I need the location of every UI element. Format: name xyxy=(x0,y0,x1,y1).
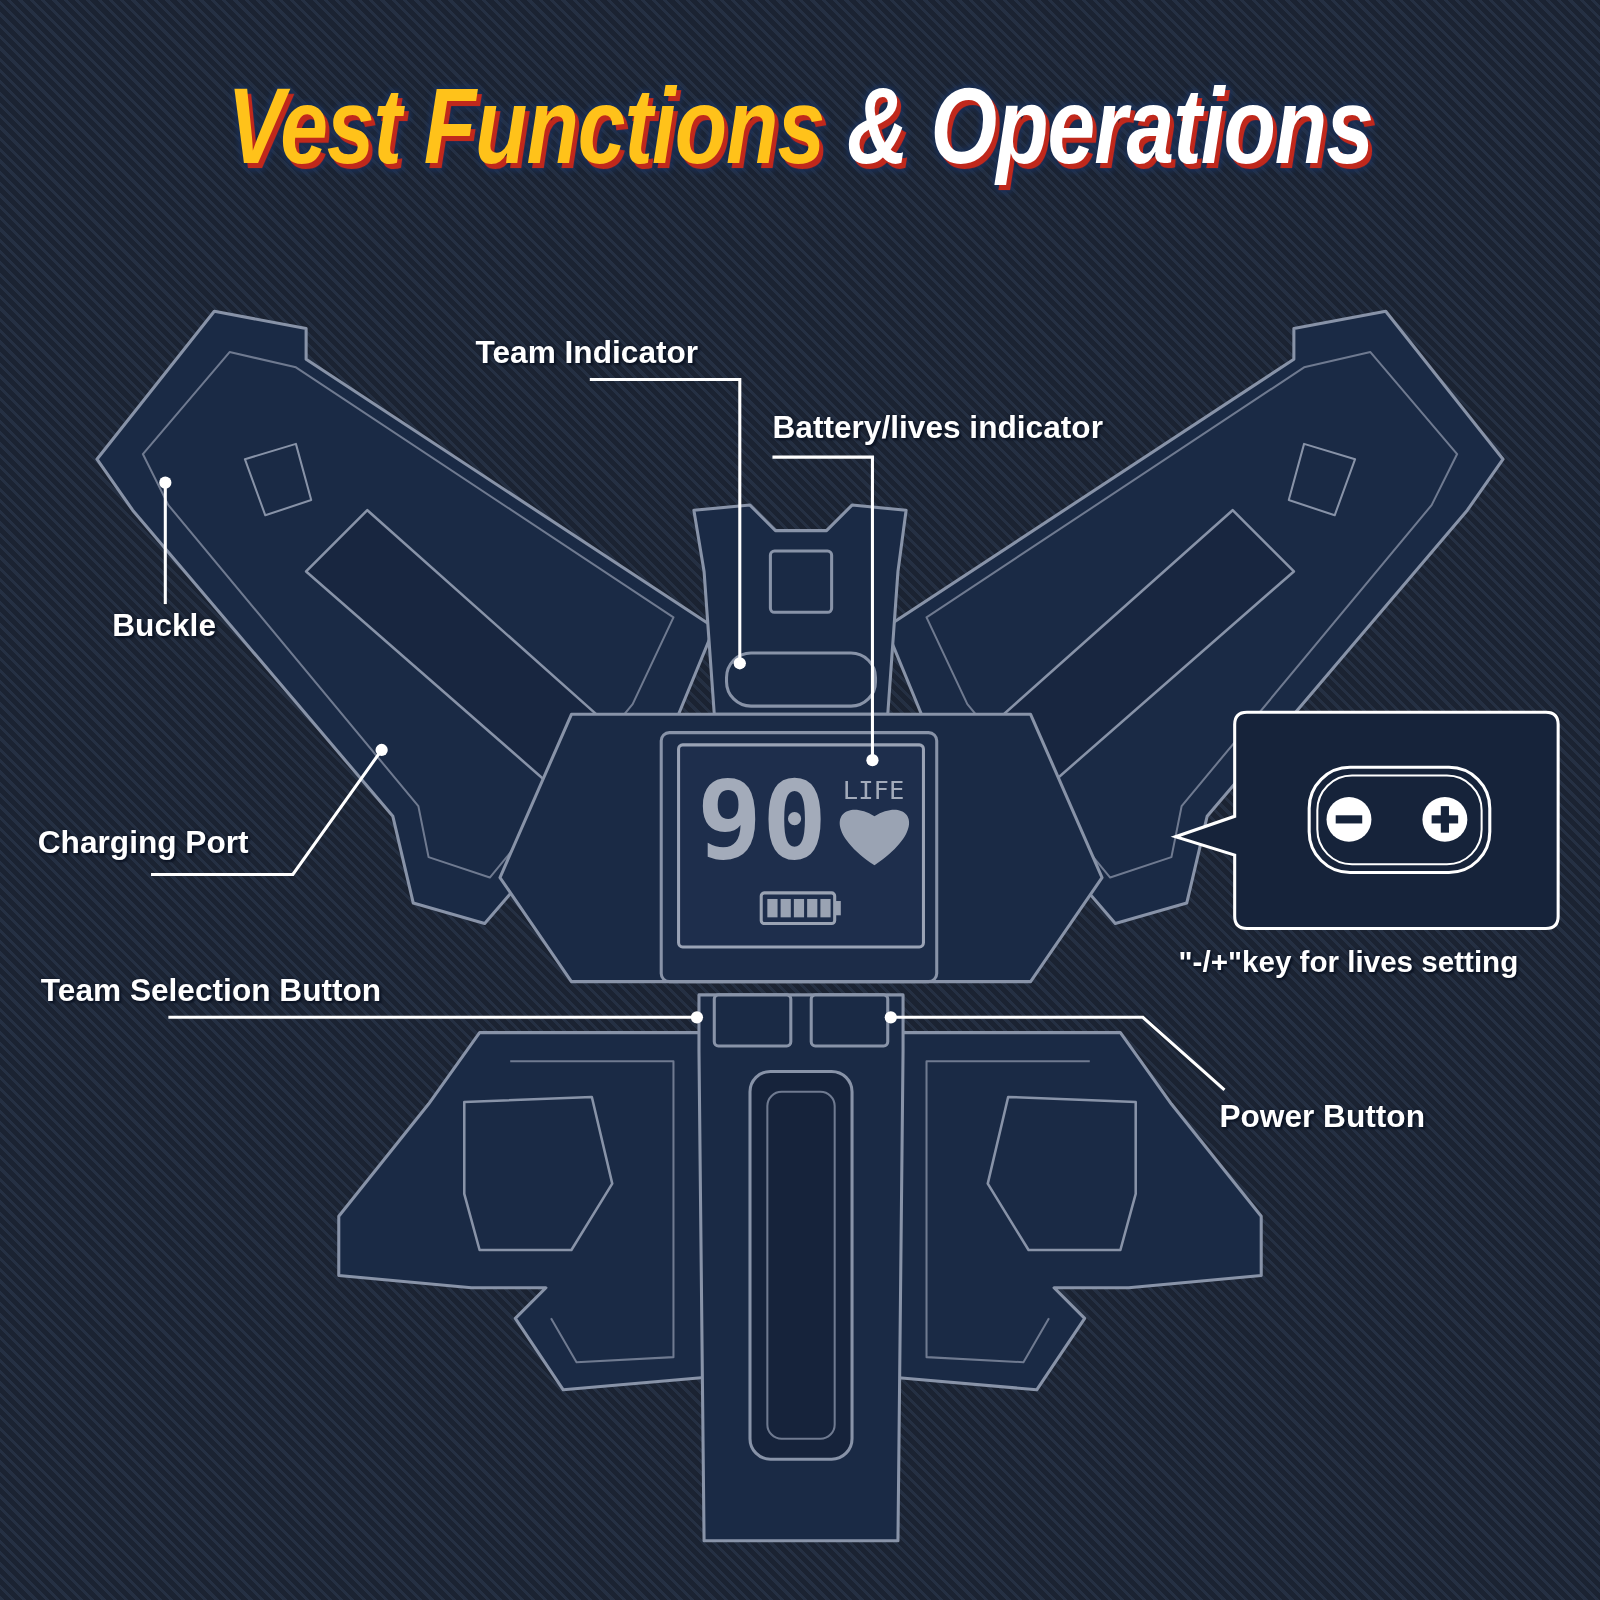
part-label: Team Selection Button xyxy=(41,974,381,1006)
lives-key-callout xyxy=(1176,712,1559,928)
vest-center xyxy=(500,505,1102,1541)
part-label: Battery/lives indicator xyxy=(772,411,1103,443)
part-label: Team Indicator xyxy=(476,337,699,369)
part-label: Power Button xyxy=(1219,1100,1425,1132)
part-label: Buckle xyxy=(112,609,216,641)
heart-icon xyxy=(840,810,909,865)
leader-dots xyxy=(159,477,897,1024)
display-label: LIFE xyxy=(843,778,904,804)
battery-icon xyxy=(761,893,841,924)
part-label: "-/+"key for lives setting xyxy=(1179,948,1519,978)
part-label: Charging Port xyxy=(38,827,249,859)
title-wrap: Vest Functions & Operations xyxy=(0,80,1600,174)
page-title: Vest Functions & Operations xyxy=(227,68,1373,186)
display-number: 90 xyxy=(697,767,827,875)
